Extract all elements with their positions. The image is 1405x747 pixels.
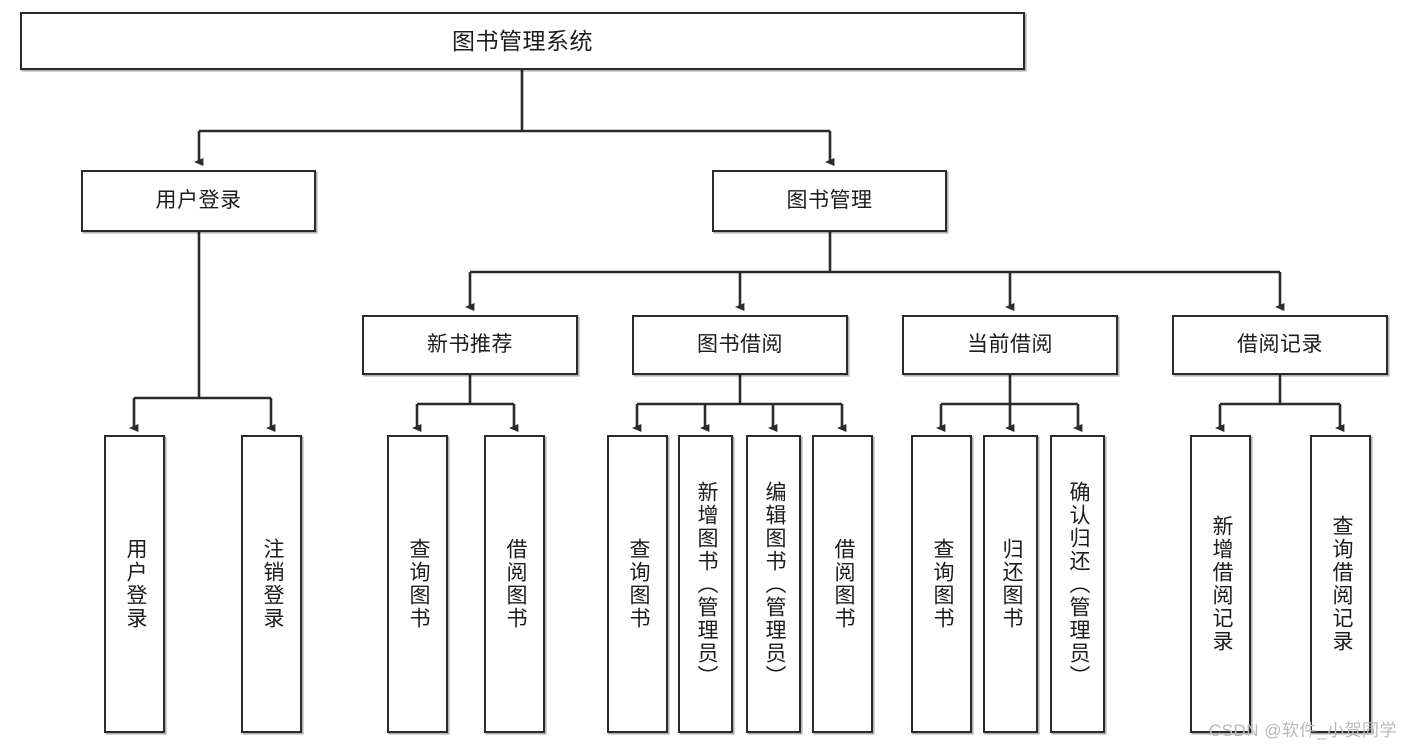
node-label: 注销登录 [260, 538, 284, 630]
leaf-add-book-admin[interactable]: 新增图书（管理员） [678, 435, 733, 733]
node-borrow-records[interactable]: 借阅记录 [1172, 315, 1388, 375]
node-user-login[interactable]: 用户登录 [81, 170, 316, 232]
node-label: 借阅记录 [1237, 332, 1323, 356]
leaf-logout[interactable]: 注销登录 [241, 435, 302, 733]
leaf-query-borrow-record[interactable]: 查询借阅记录 [1310, 435, 1371, 733]
leaf-user-login[interactable]: 用户登录 [104, 435, 165, 733]
node-root-system[interactable]: 图书管理系统 [20, 12, 1025, 70]
leaf-borrow-books[interactable]: 借阅图书 [812, 435, 873, 733]
node-label: 新书推荐 [427, 332, 513, 356]
leaf-query-books-borrow[interactable]: 查询图书 [607, 435, 668, 733]
node-current-borrow[interactable]: 当前借阅 [902, 315, 1118, 375]
node-book-management[interactable]: 图书管理 [712, 170, 947, 232]
leaf-query-books-current[interactable]: 查询图书 [911, 435, 972, 733]
node-label: 用户登录 [155, 188, 242, 212]
leaf-confirm-return-admin[interactable]: 确认归还（管理员） [1050, 435, 1105, 733]
node-label: 查询图书 [626, 538, 650, 630]
watermark-text: CSDN @软件_小贺同学 [1208, 721, 1397, 740]
node-label: 查询图书 [406, 538, 430, 630]
node-label: 图书管理 [786, 188, 873, 212]
node-label: 编辑图书（管理员） [762, 480, 786, 688]
leaf-add-borrow-record[interactable]: 新增借阅记录 [1190, 435, 1251, 733]
node-label: 图书借阅 [697, 332, 783, 356]
node-label: 查询图书 [930, 538, 954, 630]
node-book-borrow[interactable]: 图书借阅 [632, 315, 848, 375]
leaf-borrow-books-new[interactable]: 借阅图书 [484, 435, 545, 733]
node-label: 用户登录 [123, 538, 147, 630]
node-label: 查询借阅记录 [1329, 515, 1353, 653]
leaf-return-books[interactable]: 归还图书 [983, 435, 1038, 733]
node-label: 归还图书 [999, 538, 1023, 630]
node-label: 借阅图书 [831, 538, 855, 630]
node-new-book-recommend[interactable]: 新书推荐 [362, 315, 578, 375]
node-label: 确认归还（管理员） [1066, 480, 1090, 688]
node-label: 图书管理系统 [452, 27, 593, 54]
leaf-edit-book-admin[interactable]: 编辑图书（管理员） [746, 435, 801, 733]
node-label: 当前借阅 [967, 332, 1053, 356]
node-label: 新增借阅记录 [1209, 515, 1233, 653]
leaf-query-books-new[interactable]: 查询图书 [387, 435, 448, 733]
node-label: 借阅图书 [503, 538, 527, 630]
node-label: 新增图书（管理员） [694, 480, 718, 688]
